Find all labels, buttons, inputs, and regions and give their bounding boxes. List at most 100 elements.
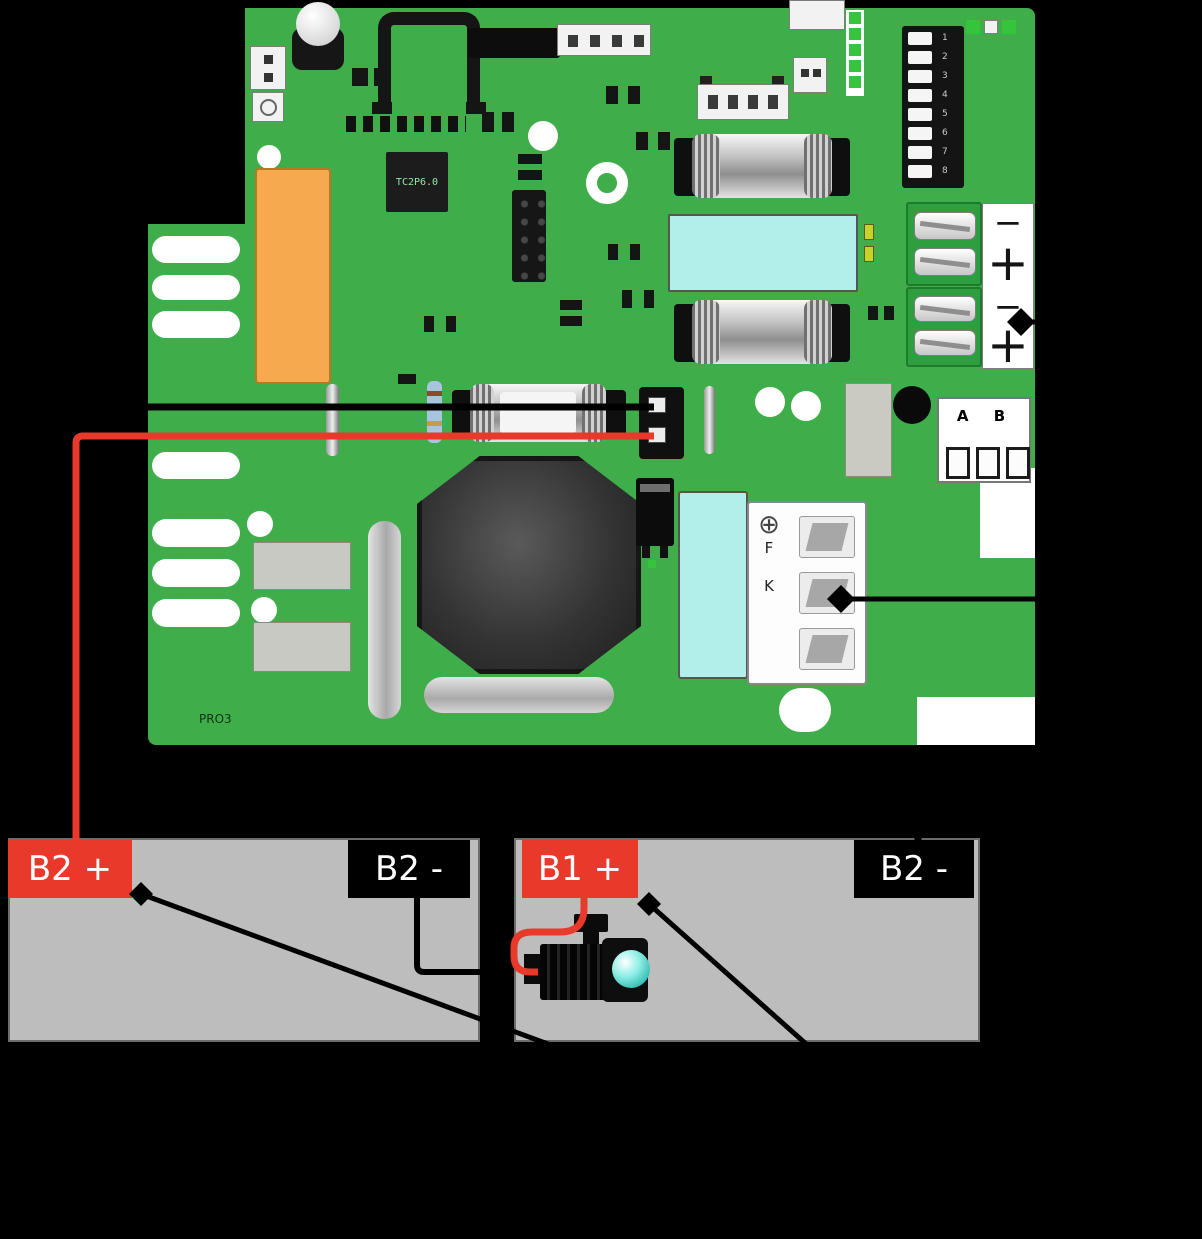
connector-hole	[612, 35, 622, 47]
fuse-1	[692, 134, 832, 198]
board-corner-bottom-right	[917, 697, 1035, 745]
connector-hole	[568, 35, 578, 47]
round-capacitor-black	[893, 386, 931, 424]
pad-gray	[253, 622, 351, 672]
bracket-foot	[466, 102, 486, 114]
dip-number: 2	[942, 52, 948, 62]
output-relay: ⊕ F K	[747, 501, 867, 685]
connector-4pin	[557, 24, 651, 56]
connector-hole	[728, 95, 738, 109]
dip-number: 4	[942, 90, 948, 100]
inline-fuse-holder	[524, 914, 654, 1006]
led-green	[849, 44, 861, 56]
chip-label: TC2P6.0	[395, 176, 439, 188]
board-slot-hole	[152, 452, 240, 479]
led-green	[648, 560, 656, 568]
connector-hole	[768, 95, 778, 109]
led-green	[1002, 20, 1016, 34]
board-slot-hole	[152, 559, 240, 587]
terminal-polarity-sign: −	[993, 203, 1023, 243]
fuse-lens	[612, 950, 650, 988]
board-hole	[251, 597, 277, 623]
fuse-2	[692, 300, 832, 364]
relay-terminal	[799, 628, 855, 670]
led-strip	[846, 10, 864, 96]
smd-component	[644, 290, 654, 308]
fuse-end-cap	[470, 384, 494, 442]
polarity-panel	[982, 203, 1034, 369]
connector-hole	[590, 35, 600, 47]
dip-switch-slider	[908, 108, 932, 121]
screw-slot	[919, 221, 971, 233]
led-green	[849, 76, 861, 88]
smd-component	[424, 316, 434, 332]
screw-hole-icon	[260, 99, 277, 116]
screw-slot	[919, 338, 971, 350]
label-b1-positive: B1 +	[522, 840, 638, 898]
label-b2-negative-right: B2 -	[854, 840, 974, 898]
connector-pin	[801, 69, 809, 77]
connector-pin	[264, 73, 273, 82]
ab-terminal-slot	[946, 447, 970, 479]
fuse-end-cap	[804, 300, 832, 364]
connector-hole	[748, 95, 758, 109]
smd-component	[884, 306, 894, 320]
connector-2pin	[250, 46, 286, 90]
orange-capacitor	[255, 168, 331, 384]
board-slot-hole	[152, 599, 240, 627]
component-leg	[660, 546, 668, 558]
buzzer	[296, 2, 340, 46]
ab-terminal-slot	[976, 447, 1000, 479]
smd-inductor	[468, 28, 560, 58]
ab-terminal-label: A B	[956, 407, 1016, 425]
connector-pin	[813, 69, 821, 77]
board-slot-hole	[152, 519, 240, 547]
board-hole	[257, 145, 281, 169]
smd-component	[606, 86, 618, 104]
connector-pin	[264, 55, 273, 64]
led-green	[966, 20, 980, 34]
smd-component	[560, 316, 582, 326]
mounting-hole-ring	[586, 162, 628, 204]
ab-terminal-slot	[1006, 447, 1030, 479]
connector-clip	[772, 76, 784, 86]
main-ic-chip: TC2P6.0	[386, 152, 448, 212]
dip-number: 7	[942, 147, 948, 157]
board-slot-hole	[152, 275, 240, 300]
dip-number: 6	[942, 128, 948, 138]
diode-component	[636, 478, 674, 546]
board-hole	[247, 511, 273, 537]
connector-hole	[634, 35, 644, 47]
dip-switch-block: 1 2 3 4 5 6 7 8	[902, 26, 964, 188]
relay-letter: K	[764, 577, 774, 595]
mounting-bracket	[378, 12, 480, 108]
terminal-block-upper	[906, 202, 982, 286]
relay-terminal	[799, 572, 855, 614]
smd-component	[446, 316, 456, 332]
terminal-block-lower	[906, 287, 982, 367]
dip-switch-slider	[908, 32, 932, 45]
dip-number: 3	[942, 71, 948, 81]
terminal-screw	[914, 296, 976, 322]
fuse-end-cap	[582, 384, 606, 442]
pin-header-row	[346, 116, 466, 132]
dip-number: 1	[942, 33, 948, 43]
board-corner-cutout	[148, 8, 245, 224]
relay-terminal-clamp	[805, 635, 849, 663]
connector-hole	[708, 95, 718, 109]
smd-component	[374, 68, 390, 86]
smd-component	[608, 244, 618, 260]
standoff-pin	[704, 386, 715, 454]
label-b2-negative-left: B2 -	[348, 840, 470, 898]
fuse-end-cap	[804, 134, 832, 198]
dip-number: 8	[942, 166, 948, 176]
label-b2-positive: B2 +	[8, 840, 132, 898]
relay-terminal-clamp	[805, 523, 849, 551]
board-silkscreen-label: PRO3	[199, 712, 232, 726]
fuse-glass-window	[500, 392, 576, 434]
relay-letter: F	[764, 539, 774, 557]
dip-switch-slider	[908, 165, 932, 178]
smd-component	[636, 132, 648, 150]
connector-pin-negative	[648, 397, 666, 413]
board-pad	[984, 20, 998, 34]
